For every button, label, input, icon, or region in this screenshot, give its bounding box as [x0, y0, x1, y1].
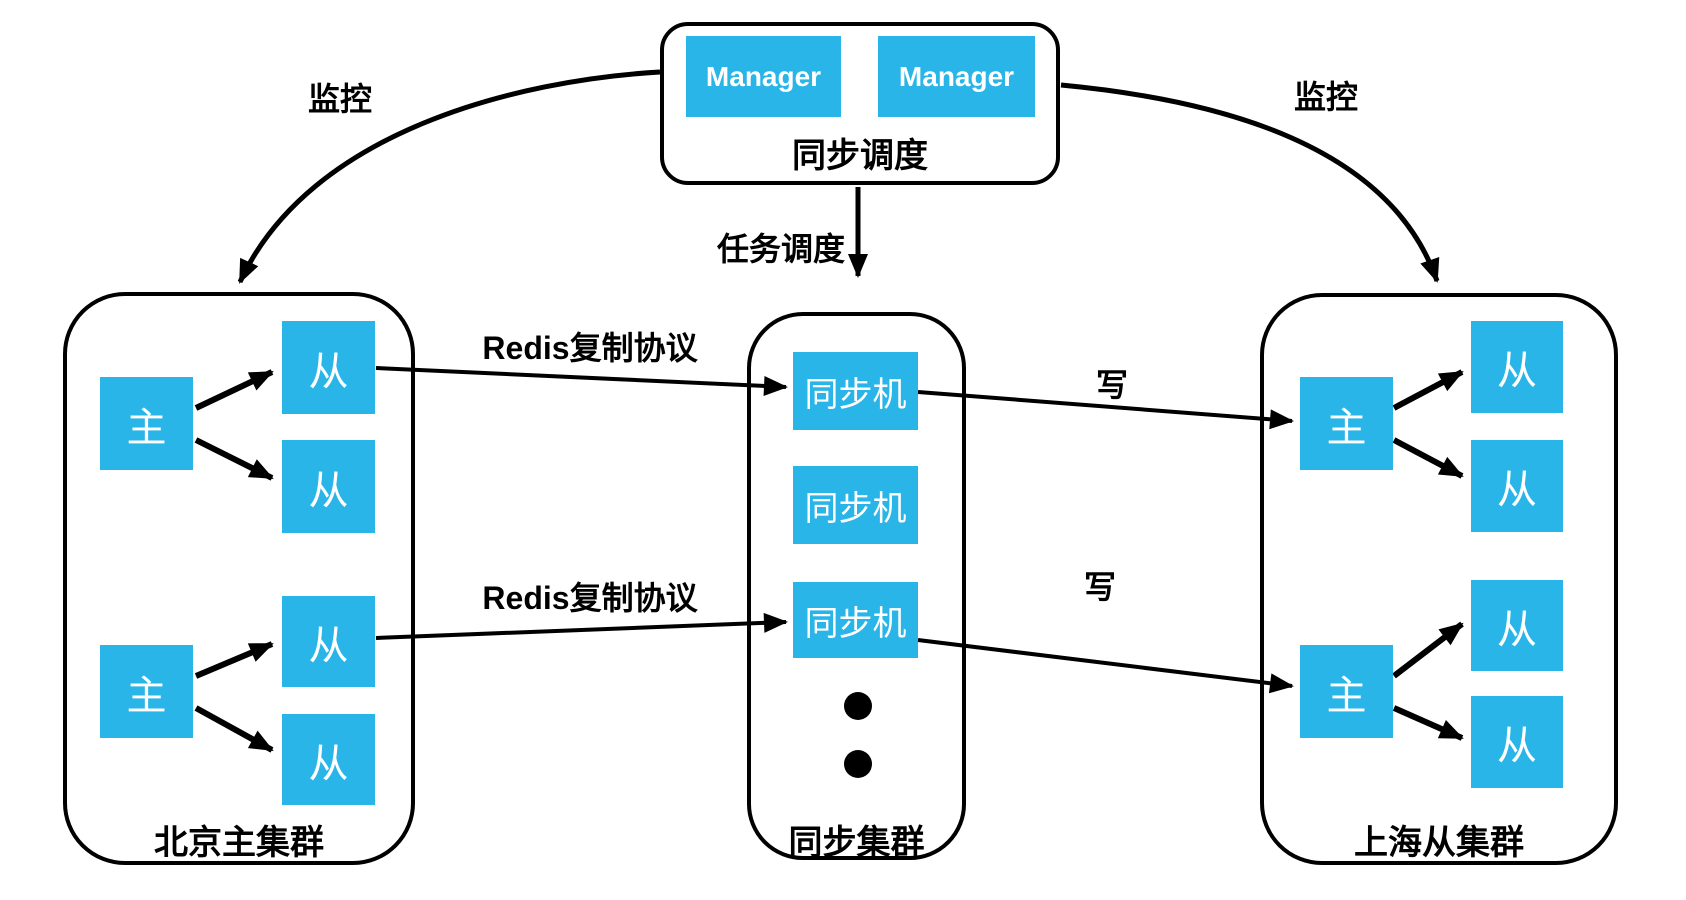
- write-arrow-bottom: [917, 638, 1294, 694]
- bj-slave-node-2b: 从: [282, 714, 375, 805]
- sync-cluster-box: [747, 312, 966, 860]
- sh-slave-node-2a: 从: [1471, 580, 1563, 671]
- write-label-top: 写: [1095, 367, 1128, 403]
- bj-master-node-1: 主: [100, 377, 193, 470]
- sh-slave-node-2b: 从: [1471, 696, 1563, 788]
- bj-master1-slave2-arrow: [194, 437, 274, 481]
- sh-slave-node-1b: 从: [1471, 440, 1563, 532]
- scheduler-label: 同步调度: [792, 137, 928, 175]
- write-arrow-top: [917, 390, 1294, 430]
- sh-master2-slave1-arrow: [1392, 621, 1464, 679]
- bj-master2-slave1-arrow: [194, 641, 274, 679]
- syncer-node-1: 同步机: [793, 352, 918, 430]
- beijing-cluster-label: 北京主集群: [154, 824, 324, 862]
- redis-protocol-arrow-top: [375, 366, 788, 396]
- sh-master1-slave2-arrow: [1392, 437, 1464, 479]
- bj-slave-node-2a: 从: [282, 596, 375, 687]
- sh-slave-node-1a: 从: [1471, 321, 1563, 413]
- ellipsis-dot-icon-1: [844, 692, 872, 720]
- sh-master1-slave1-arrow: [1392, 369, 1464, 411]
- monitor-right-arrow: [1060, 82, 1440, 283]
- syncer-node-3: 同步机: [793, 582, 918, 658]
- monitor-left-label: 监控: [307, 81, 372, 117]
- monitor-right-label: 监控: [1293, 79, 1358, 115]
- bj-master-node-2: 主: [100, 645, 193, 738]
- manager-node-1: Manager: [686, 36, 841, 117]
- redis-protocol-label-top: Redis复制协议: [482, 330, 698, 366]
- syncer-node-2: 同步机: [793, 466, 918, 544]
- bj-slave-node-1a: 从: [282, 321, 375, 414]
- write-label-bottom: 写: [1083, 569, 1116, 605]
- sh-master-node-1: 主: [1300, 377, 1393, 470]
- redis-protocol-label-bottom: Redis复制协议: [482, 580, 698, 616]
- sh-master2-slave2-arrow: [1392, 705, 1464, 741]
- task-dispatch-label: 任务调度: [716, 231, 845, 267]
- bj-slave-node-1b: 从: [282, 440, 375, 533]
- shanghai-cluster-box: [1260, 293, 1618, 865]
- sh-master-node-2: 主: [1300, 645, 1393, 738]
- monitor-left-arrow: [237, 69, 661, 284]
- redis-protocol-arrow-bottom: [375, 612, 788, 640]
- ellipsis-dot-icon-2: [844, 750, 872, 778]
- sync-cluster-label: 同步集群: [788, 824, 925, 862]
- shanghai-cluster-label: 上海从集群: [1354, 824, 1524, 862]
- bj-master1-slave1-arrow: [194, 369, 274, 411]
- manager-node-2: Manager: [878, 36, 1035, 117]
- bj-master2-slave2-arrow: [194, 705, 274, 753]
- beijing-cluster-box: [63, 292, 415, 865]
